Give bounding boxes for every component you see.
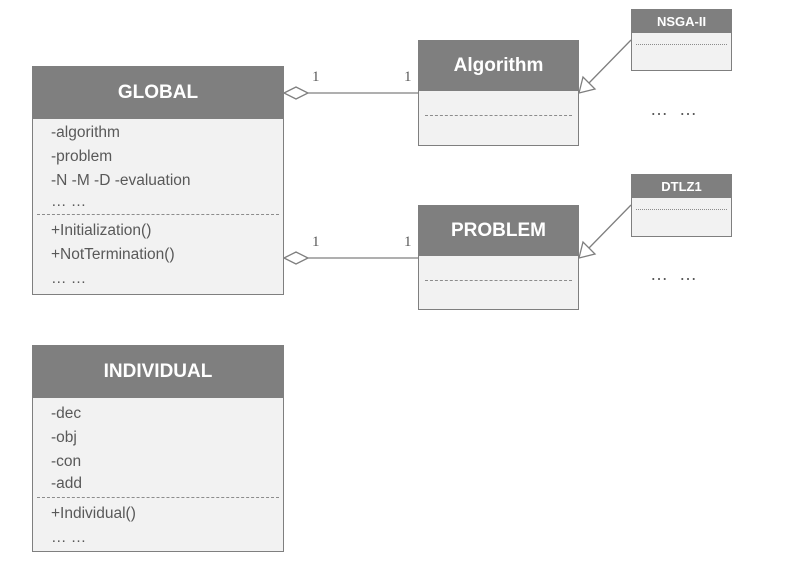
problem-class-box: PROBLEM: [418, 205, 579, 310]
class-attribute: -N -M -D -evaluation: [51, 172, 191, 189]
dtlz1-class-title: DTLZ1: [632, 175, 731, 198]
aggregation-diamond-icon: [282, 251, 310, 265]
class-method: +Initialization(): [51, 222, 152, 239]
nsga-ii-class-title: NSGA-II: [632, 10, 731, 33]
multiplicity-label: 1: [312, 234, 320, 250]
individual-class-box: INDIVIDUAL -dec -obj -con -add +Individu…: [32, 345, 284, 552]
class-method: … …: [51, 270, 87, 287]
more-problems-ellipsis: … …: [650, 264, 701, 284]
nsga-ii-class-box: NSGA-II: [631, 9, 732, 71]
compartment-divider: [37, 497, 279, 498]
global-class-title: GLOBAL: [33, 67, 283, 119]
class-attribute: -obj: [51, 429, 77, 446]
class-method: +Individual(): [51, 505, 136, 522]
multiplicity-label: 1: [404, 234, 412, 250]
algorithm-class-box: Algorithm: [418, 40, 579, 146]
compartment-divider: [425, 280, 572, 281]
compartment-divider: [636, 209, 727, 210]
compartment-divider: [425, 115, 572, 116]
algorithm-class-title: Algorithm: [419, 41, 578, 91]
class-attribute: -con: [51, 453, 82, 470]
class-attribute: -add: [51, 475, 83, 492]
nsga-generalization-line: [588, 39, 632, 84]
more-algorithms-ellipsis: … …: [650, 99, 701, 119]
compartment-divider: [636, 44, 727, 45]
compartment-divider: [37, 214, 279, 215]
generalization-arrow-icon: [578, 240, 597, 259]
dtlz-generalization-line: [588, 204, 632, 249]
class-method: +NotTermination(): [51, 246, 175, 263]
global-class-box: GLOBAL -algorithm -problem -N -M -D -eva…: [32, 66, 284, 295]
class-method: … …: [51, 529, 87, 546]
class-attribute: -algorithm: [51, 124, 120, 141]
generalization-arrow-icon: [578, 75, 597, 94]
multiplicity-label: 1: [312, 69, 320, 85]
individual-class-title: INDIVIDUAL: [33, 346, 283, 398]
problem-class-title: PROBLEM: [419, 206, 578, 256]
multiplicity-label: 1: [404, 69, 412, 85]
class-attribute: -dec: [51, 405, 82, 422]
class-attribute: -problem: [51, 148, 113, 165]
class-attribute: … …: [51, 193, 87, 210]
aggregation-diamond-icon: [282, 86, 310, 100]
dtlz1-class-box: DTLZ1: [631, 174, 732, 237]
